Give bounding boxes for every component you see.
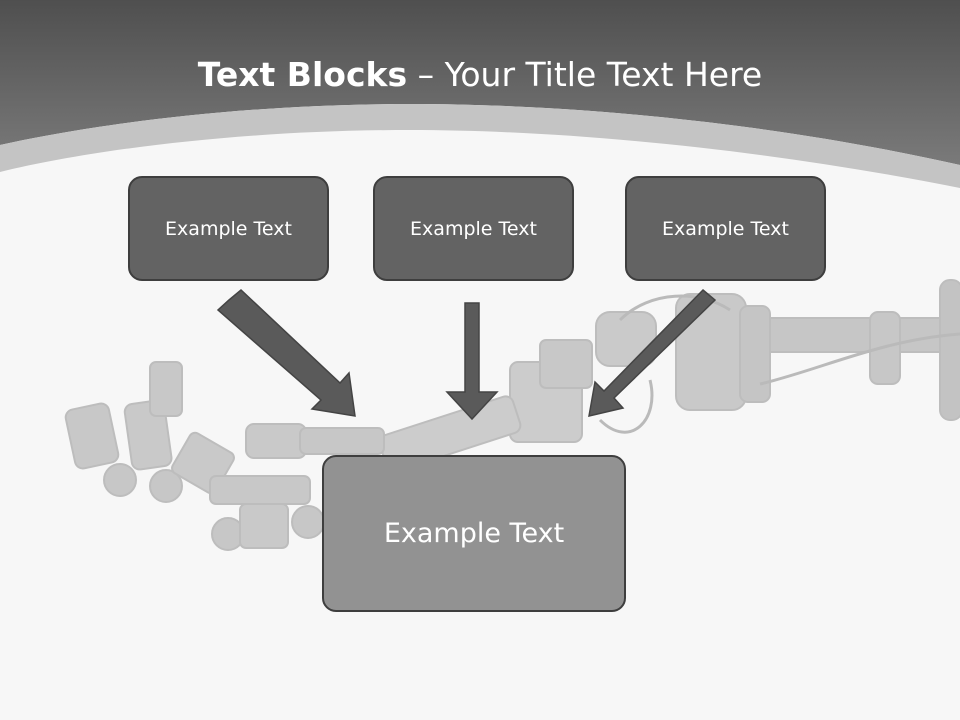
text-block-center[interactable]: Example Text [373, 176, 574, 281]
header-curve [0, 104, 960, 188]
text-block-right-label: Example Text [662, 217, 789, 240]
arrow-right-diagonal [588, 288, 717, 417]
text-block-left-label: Example Text [165, 217, 292, 240]
slide-title: Text Blocks – Your Title Text Here [0, 52, 960, 98]
header-band [0, 0, 960, 165]
text-block-main[interactable]: Example Text [322, 455, 626, 612]
title-bold: Text Blocks [197, 55, 408, 94]
text-block-right[interactable]: Example Text [625, 176, 826, 281]
text-block-left[interactable]: Example Text [128, 176, 329, 281]
arrow-center-down [445, 302, 499, 421]
text-block-main-label: Example Text [383, 518, 565, 549]
title-dash: – [417, 55, 435, 94]
robot-hand-icon [64, 279, 960, 551]
title-rest: Your Title Text Here [444, 55, 763, 94]
text-block-center-label: Example Text [410, 217, 537, 240]
arrow-left-diagonal [216, 288, 356, 417]
